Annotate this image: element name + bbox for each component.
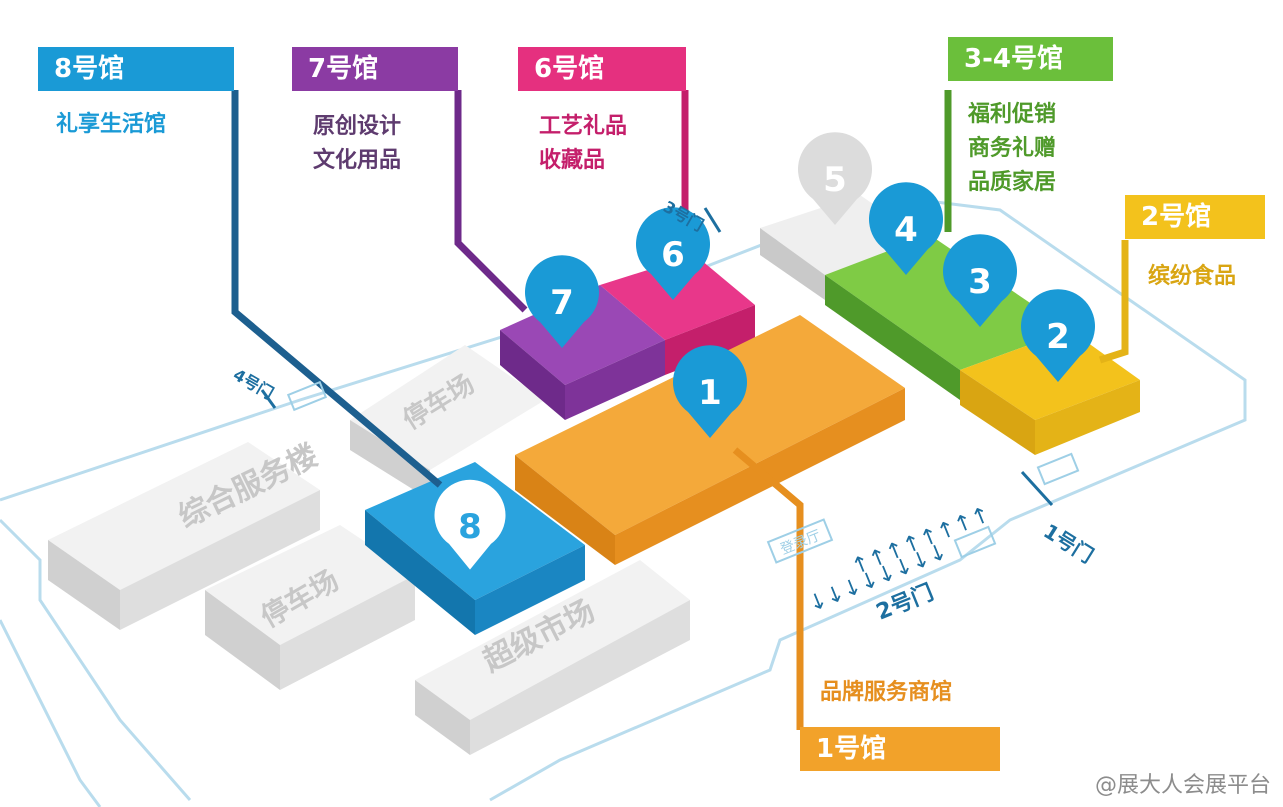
gate-4-label: 4号门 (230, 365, 277, 403)
hall-34-desc: 福利促销 商务礼赠 品质家居 (968, 102, 1057, 195)
hall-1-title: 1号馆 (800, 727, 1000, 771)
pin-5[interactable]: 5 (798, 132, 872, 225)
pin-3-label: 3 (968, 262, 992, 302)
gate-1-label: 1号门 (1039, 519, 1097, 568)
pin-7-label: 7 (550, 283, 574, 323)
hall-1-desc: 品牌服务商馆 (820, 680, 953, 705)
building-parking-1: 停车场 (205, 525, 415, 690)
hall-8-title: 8号馆 (38, 47, 234, 91)
pin-1[interactable]: 1 (673, 345, 747, 438)
gate-2: ↑↑↑↑↑↑↑↑ ↓↓↓↓↓↓↓↓ 2号门 (805, 502, 997, 626)
pin-8-label: 8 (458, 507, 482, 547)
pin-7[interactable]: 7 (525, 255, 599, 348)
pin-4-label: 4 (894, 210, 918, 250)
pin-1-label: 1 (698, 373, 722, 413)
gate-4: 4号门 (230, 365, 328, 412)
pin-8[interactable]: 8 (431, 476, 509, 575)
pin-4[interactable]: 4 (869, 182, 943, 275)
pin-5-label: 5 (823, 160, 847, 200)
hall-6-title: 6号馆 (518, 47, 686, 91)
pin-2[interactable]: 2 (1021, 289, 1095, 382)
hall-6-desc: 工艺礼品 收藏品 (539, 114, 628, 173)
building-parking-2: 停车场 (350, 345, 545, 500)
pin-3[interactable]: 3 (943, 234, 1017, 327)
hall-7-title: 7号馆 (292, 47, 458, 91)
hall-8-desc: 礼享生活馆 (56, 112, 167, 137)
hall-7-desc: 原创设计 文化用品 (313, 114, 402, 173)
watermark: @展大人会展平台 (1094, 773, 1271, 798)
pin-6-label: 6 (661, 235, 685, 275)
hall-2-desc: 缤纷食品 (1148, 264, 1237, 289)
hall-2-title: 2号馆 (1125, 195, 1265, 239)
hall-2-block (960, 330, 1140, 455)
pin-6[interactable]: 6 (636, 207, 710, 300)
hall-34-block (825, 235, 1070, 400)
pin-2-label: 2 (1046, 317, 1070, 357)
hall-7-block (500, 285, 665, 420)
hall-34-title: 3-4号馆 (948, 37, 1113, 81)
